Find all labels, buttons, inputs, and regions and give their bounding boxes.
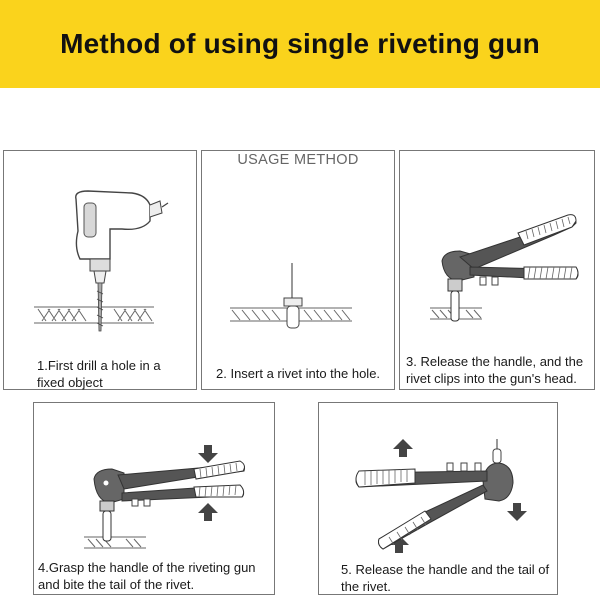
step-1-panel: 1.First drill a hole in a fixed object <box>3 150 197 390</box>
riveting-gun-open-icon <box>355 439 527 553</box>
step-1-caption: 1.First drill a hole in a fixed object <box>37 358 161 390</box>
usage-method-heading: USAGE METHOD <box>237 152 359 168</box>
step-5-caption: 5. Release the handle and the tail of th… <box>341 562 550 594</box>
step-3-caption: 3. Release the handle, and the rivet cli… <box>406 354 584 386</box>
step-3-panel: 3. Release the handle, and the rivet cli… <box>399 150 595 390</box>
step-2-caption: 2. Insert a rivet into the hole. <box>216 366 381 381</box>
page-title: Method of using single riveting gun <box>60 28 540 59</box>
step-4-panel: 4.Grasp the handle of the riveting gun a… <box>33 402 275 595</box>
step-4-caption: 4.Grasp the handle of the riveting gun a… <box>38 560 256 592</box>
drill-icon <box>34 190 169 332</box>
rivet-icon <box>230 263 352 329</box>
riveting-gun-icon <box>430 214 579 322</box>
step-5-panel: 5. Release the handle and the tail of th… <box>318 402 558 595</box>
step-2-panel: USAGE METHOD 2. Insert a rivet into the … <box>201 150 395 390</box>
riveting-gun-closed-icon <box>84 445 245 549</box>
title-banner: Method of using single riveting gun <box>0 0 600 88</box>
